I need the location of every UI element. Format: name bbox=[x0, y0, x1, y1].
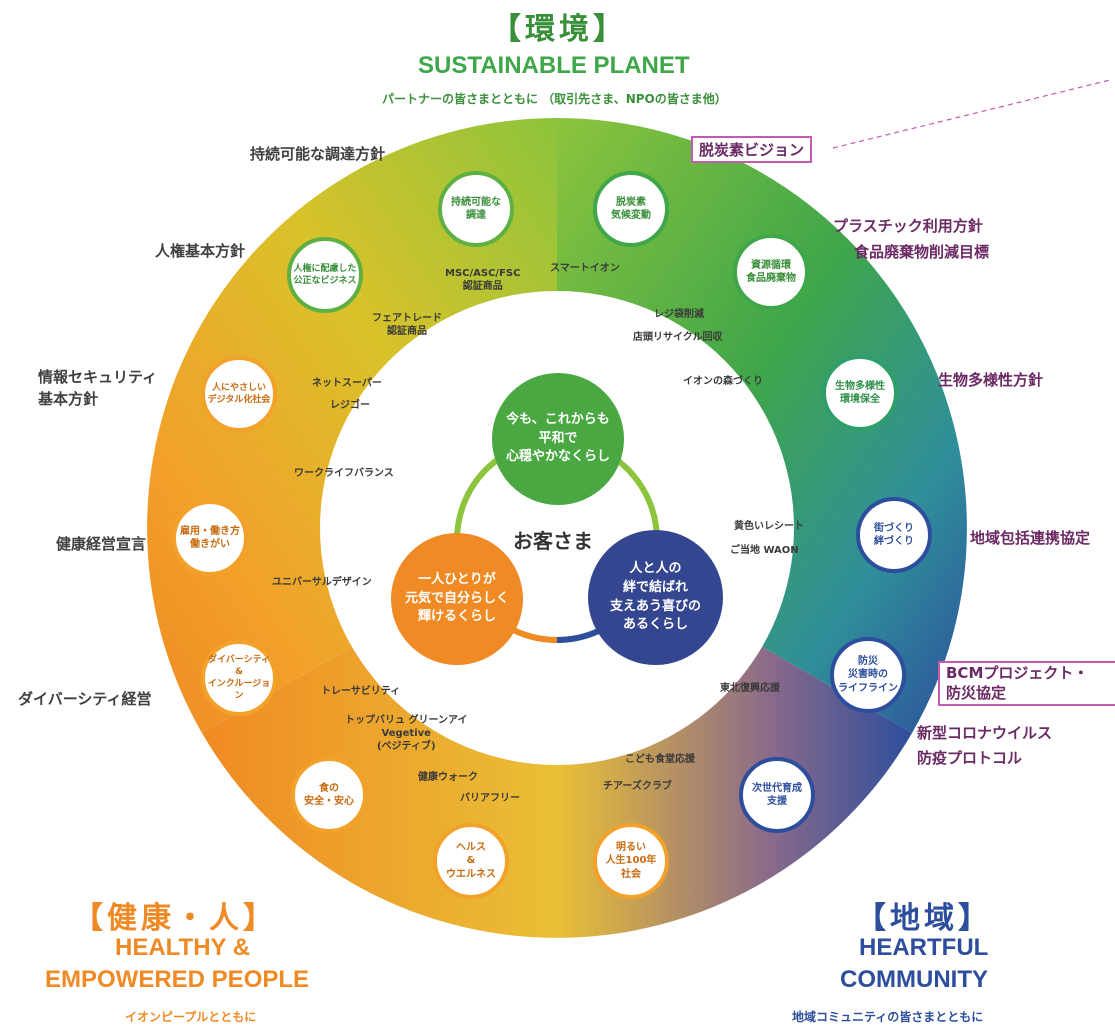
caption-kids-cafeteria: こども食堂応援 bbox=[625, 754, 695, 765]
policy-bcm-line1: BCMプロジェクト・ bbox=[946, 664, 1089, 682]
policy-biodiversity: 生物多様性方針 bbox=[938, 371, 1044, 389]
policy-diversity: ダイバーシティ経営 bbox=[18, 690, 152, 708]
caption-net-super: ネットスーパー bbox=[312, 378, 382, 389]
policy-infosec-1: 情報セキュリティ bbox=[38, 368, 158, 386]
caption-msc: MSC/ASC/FSC 認証商品 bbox=[445, 268, 521, 292]
node-diversity-inclusion: ダイバーシティ & インクルージョン bbox=[201, 640, 277, 716]
node-biodiversity: 生物多様性 環境保全 bbox=[822, 355, 898, 431]
policy-covid-1: 新型コロナウイルス bbox=[917, 724, 1053, 742]
policy-plastic: プラスチック利用方針 bbox=[833, 217, 983, 235]
health-title-en-2: EMPOWERED PEOPLE bbox=[45, 966, 310, 993]
caption-bags: レジ袋削減 bbox=[654, 309, 704, 320]
caption-traceability: トレーサビリティ bbox=[321, 686, 401, 697]
caption-cheers-club: チアーズクラブ bbox=[603, 781, 672, 792]
node-employment: 雇用・働き方 働きがい bbox=[172, 500, 248, 576]
health-title-en-1: HEALTHY & bbox=[115, 934, 251, 961]
environment-title-jp: 【環境】 bbox=[491, 12, 627, 47]
caption-smart-aeon: スマートイオン bbox=[550, 263, 620, 274]
caption-health-walk: 健康ウォーク bbox=[418, 772, 478, 783]
center-health: 一人ひとりが 元気で自分らしく 輝けるくらし bbox=[391, 533, 523, 665]
health-subtitle: イオンピープルとともに bbox=[125, 1010, 257, 1024]
policy-procurement: 持続可能な調達方針 bbox=[250, 145, 386, 163]
caption-tohoku: 東北復興応援 bbox=[720, 683, 780, 694]
node-community-building: 街づくり 絆づくり bbox=[856, 497, 932, 573]
health-title-jp: 【健康・人】 bbox=[73, 901, 277, 936]
node-human-rights-business: 人権に配慮した 公正なビジネス bbox=[287, 237, 363, 313]
node-resource-circulation: 資源循環 食品廃棄物 bbox=[733, 234, 809, 310]
policy-bcm-line2: 防災協定 bbox=[946, 683, 1007, 702]
caption-regigo: レジゴー bbox=[330, 400, 370, 411]
community-title-en-1: HEARTFUL bbox=[859, 934, 989, 961]
node-food-safety: 食の 安全・安心 bbox=[291, 757, 367, 833]
caption-topvalu: トップバリュ グリーンアイ Vegetive (ベジティブ) bbox=[345, 715, 468, 752]
node-sustainable-procurement: 持続可能な 調達 bbox=[438, 171, 514, 247]
center-customers: お客さま bbox=[513, 529, 593, 553]
node-health-wellness: ヘルス & ウエルネス bbox=[433, 823, 509, 899]
community-title-jp: 【地域】 bbox=[856, 901, 992, 936]
caption-yellow-receipt: 黄色いレシート bbox=[734, 521, 804, 532]
policy-regional: 地域包括連携協定 bbox=[970, 529, 1091, 547]
node-next-generation: 次世代育成 支援 bbox=[739, 757, 815, 833]
center-community: 人と人の 絆で結ばれ 支えあう喜びの あるくらし bbox=[588, 530, 723, 665]
policy-infosec-2: 基本方針 bbox=[38, 390, 99, 408]
caption-universal-design: ユニバーサルデザイン bbox=[272, 577, 372, 588]
caption-recycle: 店頭リサイクル回収 bbox=[633, 332, 723, 343]
community-subtitle: 地域コミュニティの皆さまとともに bbox=[792, 1010, 984, 1024]
policy-food-waste: 食品廃棄物削減目標 bbox=[854, 243, 990, 261]
policy-decarbon-vision: 脱炭素ビジョン bbox=[691, 136, 813, 163]
node-disaster-prevention: 防災 災害時の ライフライン bbox=[830, 637, 906, 713]
environment-title-en: SUSTAINABLE PLANET bbox=[418, 52, 690, 79]
community-title-en-2: COMMUNITY bbox=[840, 966, 988, 993]
center-environment: 今も、これからも 平和で 心穏やかなくらし bbox=[492, 373, 624, 505]
policy-human-rights: 人権基本方針 bbox=[155, 242, 246, 260]
node-decarbon: 脱炭素 気候変動 bbox=[593, 171, 669, 247]
caption-wlb: ワークライフバランス bbox=[294, 468, 394, 479]
policy-bcm: BCMプロジェクト・ 防災協定 bbox=[938, 661, 1115, 706]
caption-forest: イオンの森づくり bbox=[683, 376, 763, 387]
environment-subtitle: パートナーの皆さまとともに （取引先さま、NPOの皆さま他） bbox=[382, 92, 727, 106]
policy-covid-2: 防疫プロトコル bbox=[917, 749, 1023, 767]
caption-barrier-free: バリアフリー bbox=[460, 793, 520, 804]
node-digital-society: 人にやさしい デジタル化社会 bbox=[201, 356, 277, 432]
node-100-year-life: 明るい 人生100年 社会 bbox=[593, 823, 669, 899]
policy-health-management: 健康経営宣言 bbox=[56, 535, 147, 553]
caption-waon: ご当地 WAON bbox=[730, 545, 799, 556]
caption-fairtrade: フェアトレード 認証商品 bbox=[372, 313, 442, 337]
